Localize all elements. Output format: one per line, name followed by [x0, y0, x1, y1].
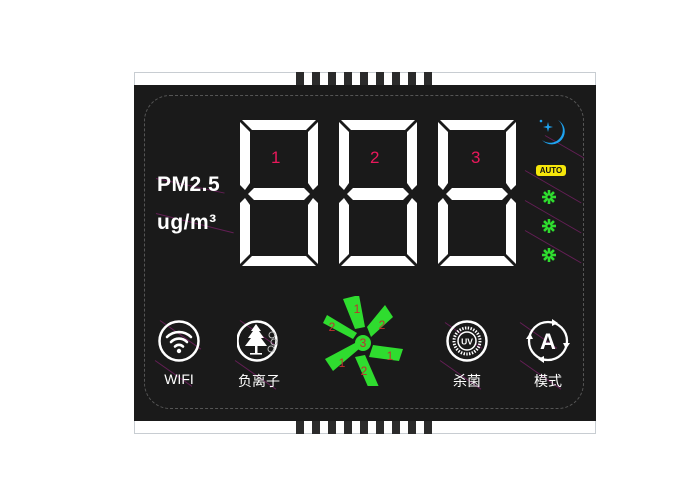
pin: [328, 421, 336, 434]
pin: [296, 72, 304, 85]
seven-segment-digits: [240, 120, 516, 266]
digit-3-number: 3: [471, 148, 481, 167]
pin: [312, 421, 320, 434]
digit-3: [438, 120, 516, 266]
fan-speed-1-icon: [542, 190, 556, 204]
blade-label: 2: [379, 318, 386, 332]
pin: [360, 72, 368, 85]
top-pins: [296, 72, 432, 85]
blade-label: 2: [361, 364, 368, 378]
pin: [408, 72, 416, 85]
fan-speed-2-icon: [542, 219, 556, 233]
blade-center-label: 3: [360, 336, 367, 350]
unit-label: ug/m³: [157, 211, 217, 234]
auto-badge: AUTO: [536, 165, 566, 176]
pin: [408, 421, 416, 434]
pin: [344, 421, 352, 434]
mode-icon-text: A: [540, 329, 556, 354]
digit-1-number: 1: [271, 148, 281, 167]
uv-icon-text: UV: [461, 337, 473, 347]
sterilize-label: 杀菌: [453, 373, 481, 389]
pin: [312, 72, 320, 85]
panel-border: [144, 95, 584, 409]
mode-label: 模式: [534, 373, 562, 389]
moon-star-icon: [539, 119, 565, 145]
pin: [328, 72, 336, 85]
bottom-pins: [296, 421, 432, 434]
fan-blades-icon: 1 2 2 1 1 2 3: [323, 296, 403, 386]
pin: [376, 72, 384, 85]
wifi-icon[interactable]: [157, 319, 201, 363]
pin: [392, 421, 400, 434]
anion-tree-icon[interactable]: [237, 319, 283, 363]
digit-1: [240, 120, 318, 266]
wifi-label: WIFI: [164, 371, 194, 387]
digit-2-number: 2: [370, 148, 380, 167]
pm25-label: PM2.5: [157, 173, 221, 196]
pin: [424, 421, 432, 434]
pin: [424, 72, 432, 85]
mode-auto-icon[interactable]: A: [526, 319, 570, 363]
pin: [376, 421, 384, 434]
anion-label: 负离子: [238, 373, 280, 389]
pin: [360, 421, 368, 434]
blade-label: 1: [387, 349, 394, 363]
fan-speed-3-icon: [542, 248, 556, 262]
blade-label: 2: [329, 320, 336, 334]
digit-2: [339, 120, 417, 266]
pin: [344, 72, 352, 85]
blade-label: 1: [339, 356, 346, 370]
uv-sterilize-icon[interactable]: UV: [445, 319, 489, 363]
pin: [392, 72, 400, 85]
pin: [296, 421, 304, 434]
blade-label: 1: [354, 302, 361, 316]
